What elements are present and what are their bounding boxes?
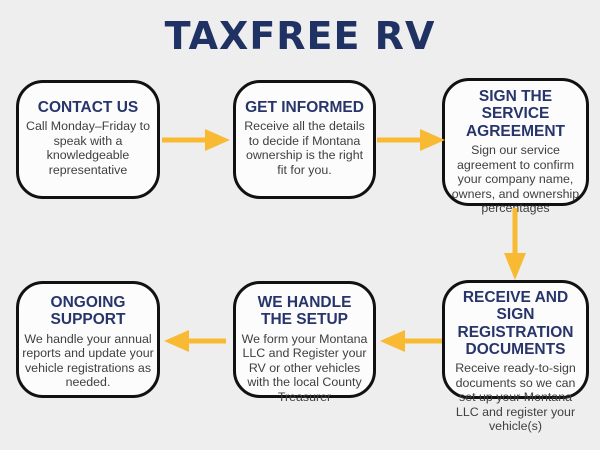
step-box-ongoing-support: ONGOING SUPPORT We handle your annual re… <box>16 281 160 398</box>
step-description: Receive all the details to decide if Mon… <box>244 119 365 177</box>
arrow-left-icon <box>164 330 226 352</box>
step-title: ONGOING SUPPORT <box>50 294 126 329</box>
step-box-sign-service-agreement: SIGN THE SERVICE AGREEMENT Sign our serv… <box>442 78 589 215</box>
step-description: Call Monday–Friday to speak with a knowl… <box>26 119 150 177</box>
step-title: SIGN THE SERVICE AGREEMENT <box>465 88 566 140</box>
arrow-left-icon <box>380 330 442 352</box>
step-box-receive-sign-registration-documents: RECEIVE AND SIGN REGISTRATION DOCUMENTS … <box>442 280 589 433</box>
step-box-we-handle-the-setup: WE HANDLE THE SETUP We form your Montana… <box>233 281 376 404</box>
step-title: RECEIVE AND SIGN REGISTRATION DOCUMENTS <box>457 289 574 359</box>
step-box-contact-us: CONTACT US Call Monday–Friday to speak w… <box>16 80 160 199</box>
step-title: WE HANDLE THE SETUP <box>257 294 352 329</box>
arrow-down-icon <box>504 208 526 280</box>
step-description: We form your Montana LLC and Register yo… <box>241 331 368 404</box>
step-title: GET INFORMED <box>245 99 364 116</box>
step-title: CONTACT US <box>37 99 139 116</box>
page-title: TAXFREE RV <box>164 14 436 58</box>
arrow-right-icon <box>377 129 445 151</box>
step-box-get-informed: GET INFORMED Receive all the details to … <box>233 80 376 199</box>
step-description: Sign our service agreement to confirm yo… <box>451 143 580 215</box>
arrow-right-icon <box>162 129 230 151</box>
step-description: We handle your annual reports and update… <box>22 331 154 390</box>
step-description: Receive ready-to-sign documents so we ca… <box>455 361 576 434</box>
